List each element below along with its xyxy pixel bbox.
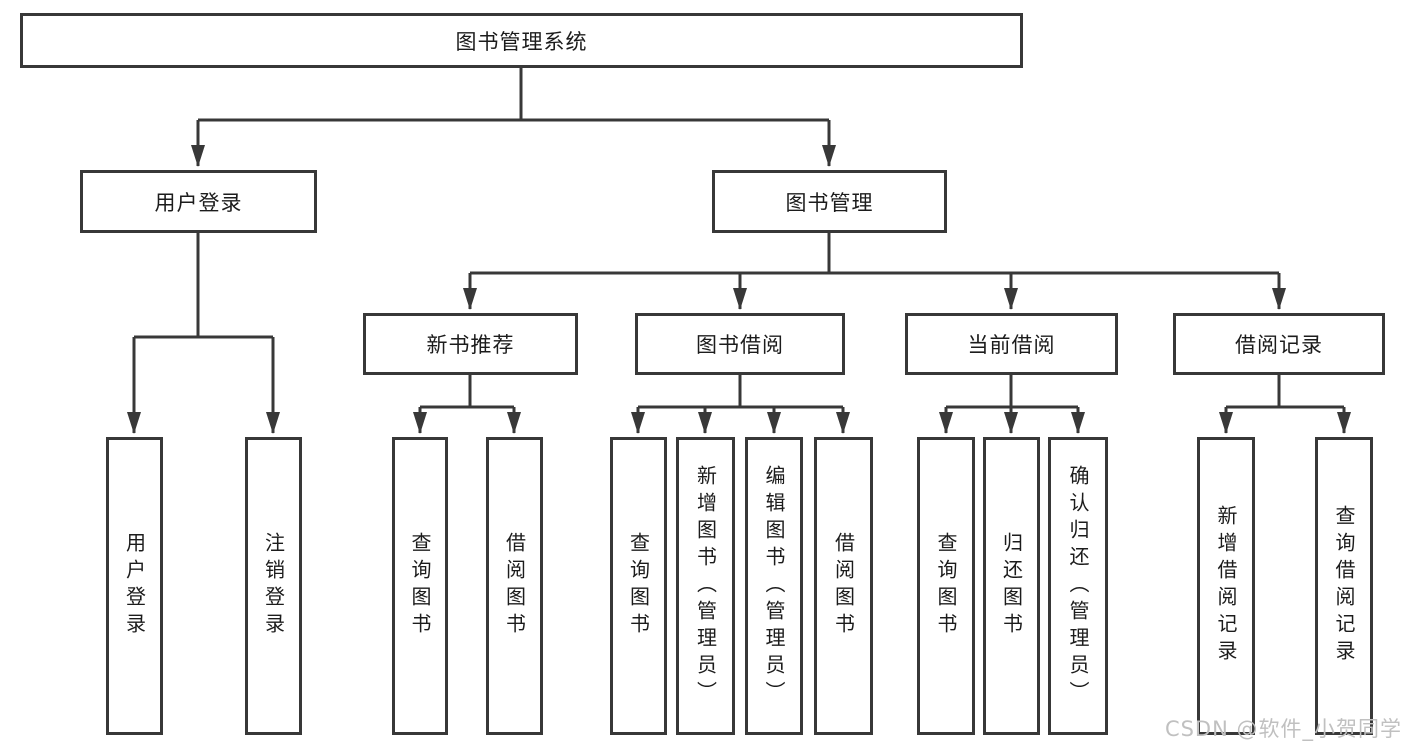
leaf-add-borrow-record: 新增借阅记录: [1197, 437, 1255, 735]
leaf-query-borrow-record: 查询借阅记录: [1315, 437, 1373, 735]
leaf-add-book-admin: 新增图书（管理员）: [676, 437, 735, 735]
csdn-watermark: CSDN @软件_小贺同学: [1164, 717, 1402, 741]
leaf-logout: 注销登录: [245, 437, 302, 735]
node-new-book-recommend: 新书推荐: [363, 313, 578, 375]
node-current-borrow: 当前借阅: [905, 313, 1118, 375]
leaf-query-book-borrow: 查询图书: [610, 437, 667, 735]
leaf-confirm-return-admin: 确认归还（管理员）: [1048, 437, 1108, 735]
leaf-query-book-current: 查询图书: [917, 437, 975, 735]
node-borrow-record: 借阅记录: [1173, 313, 1385, 375]
node-root-system: 图书管理系统: [20, 13, 1023, 68]
leaf-borrow-book-recommend: 借阅图书: [486, 437, 543, 735]
leaf-user-login: 用户登录: [106, 437, 163, 735]
node-book-management: 图书管理: [712, 170, 947, 233]
leaf-return-book: 归还图书: [983, 437, 1040, 735]
node-user-login: 用户登录: [80, 170, 317, 233]
node-book-borrow: 图书借阅: [635, 313, 845, 375]
leaf-edit-book-admin: 编辑图书（管理员）: [745, 437, 803, 735]
leaf-borrow-book: 借阅图书: [814, 437, 873, 735]
leaf-query-book-recommend: 查询图书: [392, 437, 448, 735]
